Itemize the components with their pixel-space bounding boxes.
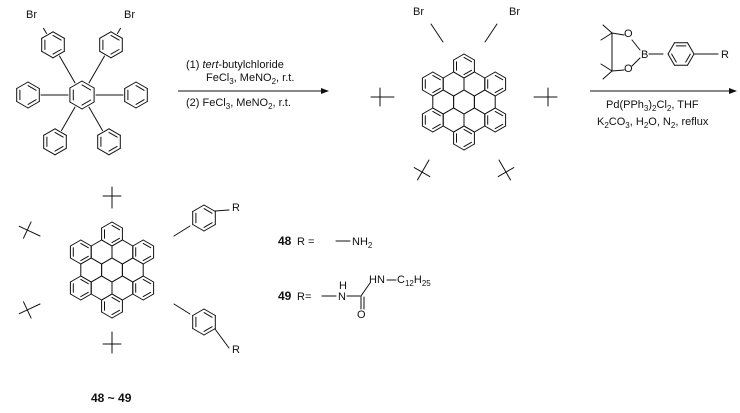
intermediate-br-right-label: Br	[509, 6, 520, 18]
hexaphenylbenzene-dibromide-structure	[16, 27, 148, 156]
boronate-o-top: O	[624, 28, 633, 40]
intermediate-br-left-label: Br	[413, 6, 424, 18]
compound-49-number: 49	[278, 289, 292, 303]
dibromo-hbc-structure	[370, 23, 558, 181]
aryl-boronic-pinacol-ester-structure	[600, 24, 719, 80]
boronate-r: R	[721, 49, 729, 61]
start-br-left-label: Br	[26, 9, 37, 21]
product-hbc-structure	[18, 186, 230, 354]
compound-49-n-label: N	[338, 291, 346, 303]
compound-48-number: 48	[278, 234, 292, 248]
compound-49-o-label: O	[357, 309, 366, 321]
arrow2-condition-2: K2CO3, H2O, N2, reflux	[597, 116, 709, 130]
start-br-right-label: Br	[124, 9, 135, 21]
product-compound-label: 48 ~ 49	[91, 391, 132, 405]
product-r-top: R	[232, 202, 240, 214]
boronate-o-bottom: O	[624, 63, 633, 75]
product-r-bottom: R	[232, 344, 240, 356]
compound-49-chain: C12H25	[397, 274, 431, 288]
arrow1-condition-1: (1) tert-butylchloride	[186, 59, 284, 71]
arrow2-condition-1: Pd(PPh3)2Cl2, THF	[606, 99, 699, 113]
boronate-b: B	[641, 49, 648, 61]
compound-48-group: NH2	[352, 236, 373, 250]
compound-49-definition: 49 R= N H O HN C12H25	[278, 274, 431, 321]
arrow1-condition-2: (2) FeCl3, MeNO2, r.t.	[186, 97, 291, 111]
arrow1-condition-1-reagents: FeCl3, MeNO2, r.t.	[206, 72, 294, 86]
compound-49-h-label: H	[339, 280, 347, 292]
compound-48-definition: 48 R = NH2	[278, 234, 373, 250]
compound-48-r-equals: R =	[297, 236, 314, 248]
compound-49-hn-label: HN	[369, 274, 385, 286]
compound-49-r-equals: R=	[297, 291, 311, 303]
